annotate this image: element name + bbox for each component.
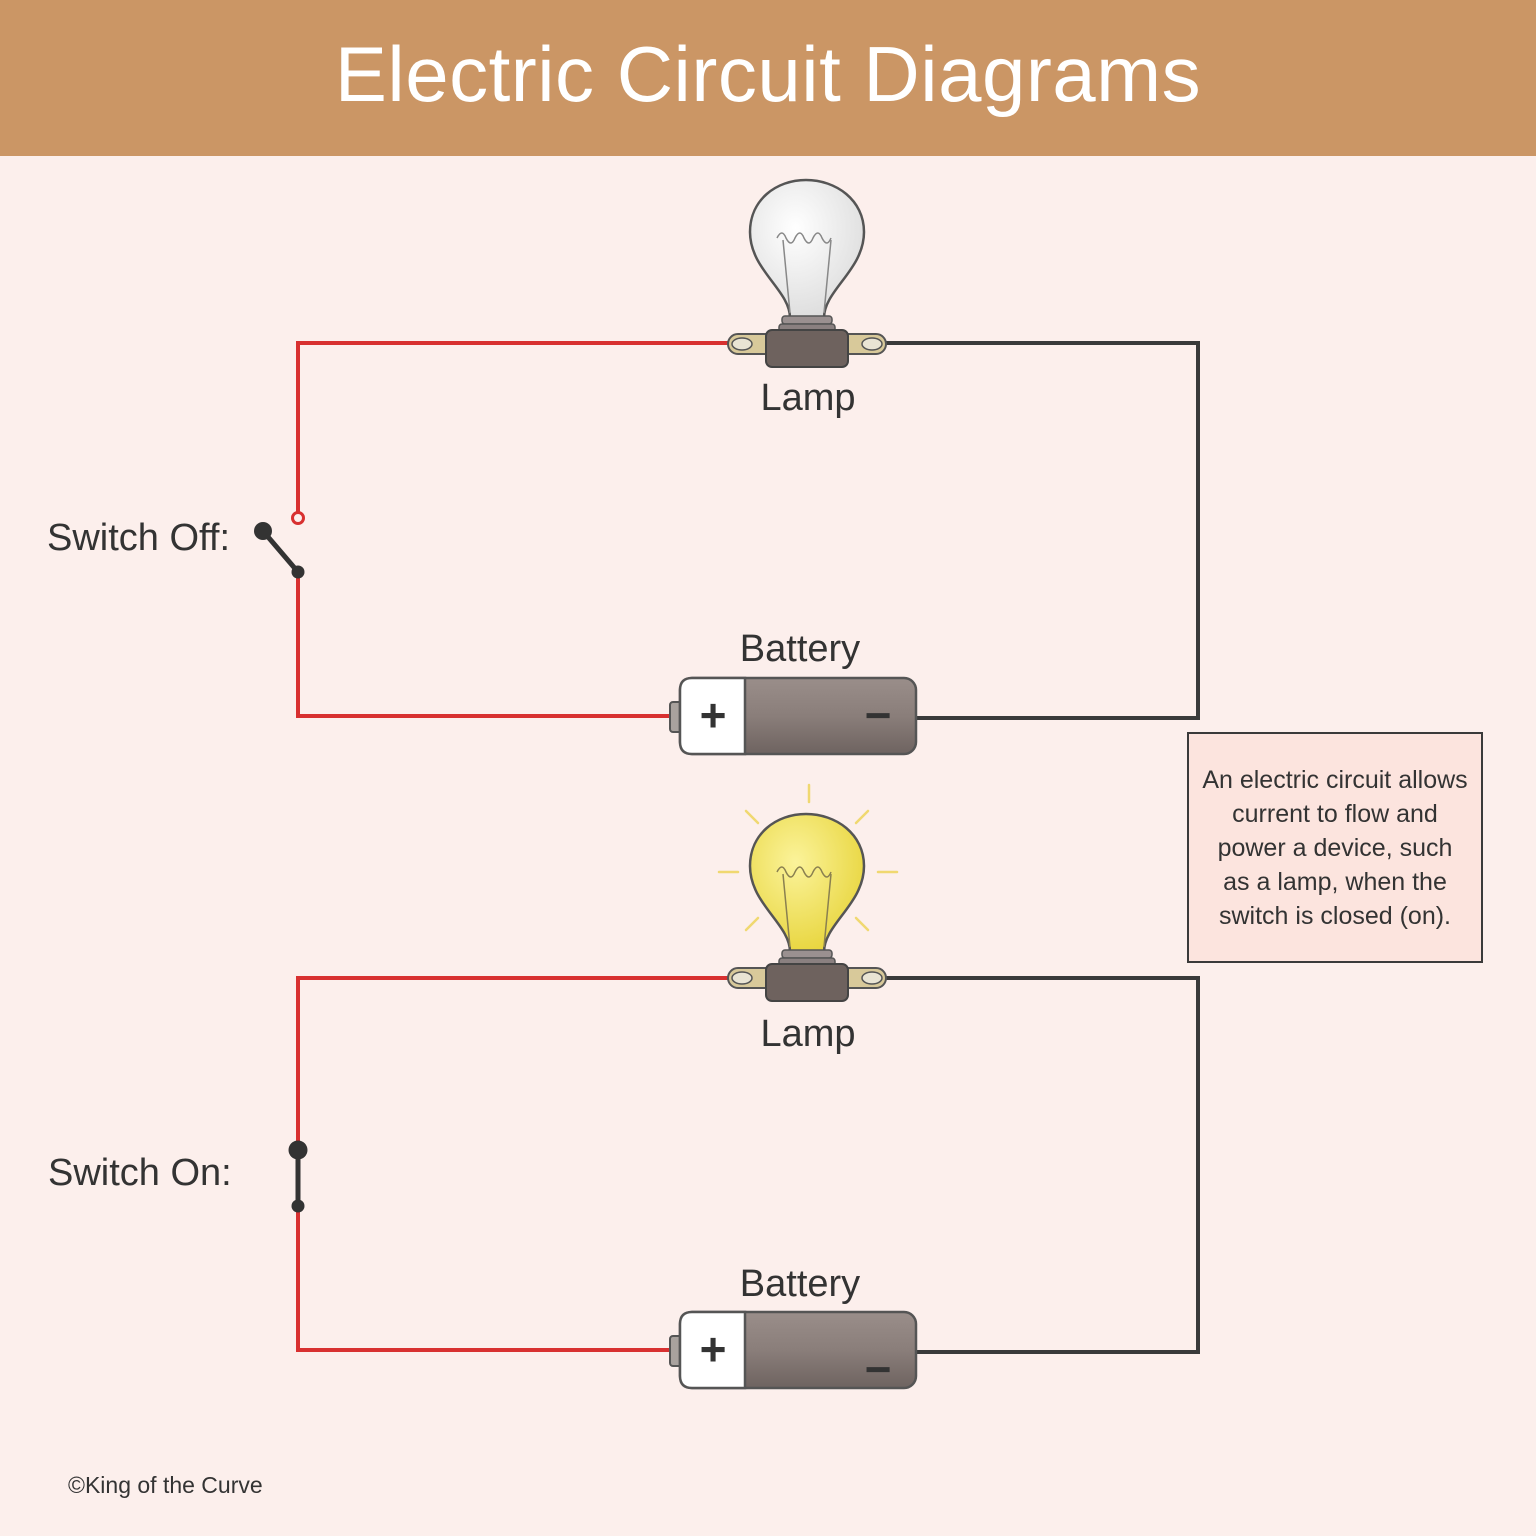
lamp-label: Lamp <box>760 1013 855 1055</box>
battery-icon: + − <box>669 1310 918 1395</box>
negative-wire <box>880 341 1200 720</box>
battery-minus-sign: − <box>865 1343 892 1395</box>
closed-switch-icon <box>288 1140 308 1213</box>
info-box: An electric circuit allows current to fl… <box>1187 732 1483 963</box>
battery-plus-sign: + <box>700 1323 727 1375</box>
copyright-credit: ©King of the Curve <box>68 1472 263 1498</box>
circuit-switch-on: Lamp Battery + − Switch On: <box>48 783 1200 1395</box>
lamp-label: Lamp <box>760 377 855 419</box>
battery-label: Battery <box>740 1263 860 1305</box>
light-rays-icon <box>717 783 899 932</box>
lamp-off-icon <box>727 178 887 368</box>
info-text: An electric circuit allows current to fl… <box>1202 765 1468 930</box>
page-title: Electric Circuit Diagrams <box>334 29 1202 118</box>
positive-wire <box>296 341 735 518</box>
battery-label: Battery <box>740 628 860 670</box>
switch-on-label: Switch On: <box>48 1152 232 1194</box>
circuit-switch-off: Lamp Battery + − Switch Off: <box>47 178 1200 756</box>
lamp-lit-icon <box>727 812 887 1002</box>
switch-off-label: Switch Off: <box>47 517 230 559</box>
battery-icon: + − <box>669 676 918 756</box>
positive-wire <box>296 1206 672 1352</box>
open-switch-icon <box>254 511 305 579</box>
battery-minus-sign: − <box>865 689 892 741</box>
positive-wire <box>296 976 735 1150</box>
negative-wire <box>880 976 1200 1354</box>
header-banner: Electric Circuit Diagrams <box>0 0 1536 156</box>
positive-wire <box>296 572 672 718</box>
battery-plus-sign: + <box>700 689 727 741</box>
